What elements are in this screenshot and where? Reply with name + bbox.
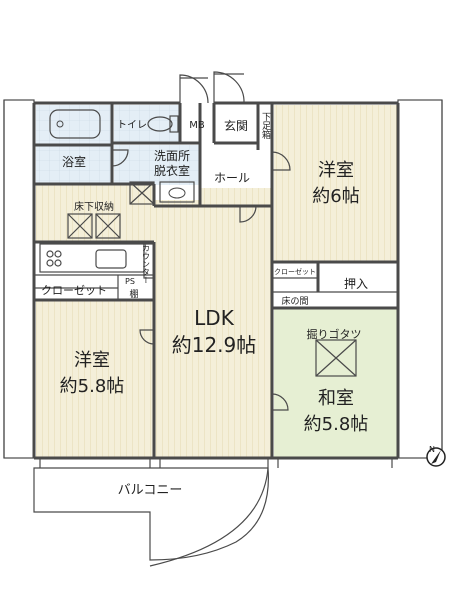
left-column [3, 99, 35, 459]
small-closet-label: クローゼット [274, 267, 316, 276]
western-room-58-name: 洋室 [74, 350, 110, 371]
kitchen-sink [95, 249, 127, 269]
ps-label: PS [125, 277, 135, 286]
toilet-label: トイレ [117, 120, 147, 131]
shoe-box-label: 下足箱 [260, 112, 271, 140]
underfloor-storage-label: 床下収納 [74, 200, 114, 213]
counter-board [143, 243, 155, 279]
bathtub [49, 109, 101, 139]
bath-floor [36, 145, 112, 183]
bath-label: 浴室 [62, 154, 86, 169]
shelf-label: 棚 [129, 288, 138, 300]
tokonoma-label: 床の間 [281, 295, 308, 307]
ldk-door [239, 205, 257, 223]
washroom-label-line2: 脱衣室 [154, 163, 190, 178]
right-column [397, 99, 443, 459]
front-door-left [179, 74, 209, 104]
counter-label: カウンター [142, 244, 151, 284]
corridor-floor [36, 184, 154, 242]
japanese-room-door [271, 393, 289, 411]
toilet-floor [114, 105, 180, 143]
japanese-room-floor [274, 308, 398, 458]
ldk-name: LDK [194, 306, 235, 330]
hall-label: ホール [214, 171, 250, 185]
underfloor-hatch-2 [95, 213, 121, 239]
western-room-6-door [271, 151, 291, 171]
horigotatsu-pit [315, 339, 357, 377]
washing-machine [129, 181, 155, 205]
ldk-floor [154, 200, 272, 458]
western-room-58-size: 約5.8帖 [60, 376, 125, 397]
western-room-58-door [139, 329, 155, 345]
oshiire-label: 押入 [344, 277, 368, 291]
kitchen-counter [39, 243, 145, 273]
compass-north-label: N [429, 445, 435, 454]
washbasin [159, 181, 195, 203]
japanese-room-size: 約5.8帖 [304, 414, 369, 435]
front-door-right [213, 71, 245, 104]
washroom-label-line1: 洗面所 [154, 149, 190, 163]
closet-label: クローゼット [41, 284, 107, 297]
western-room-6-size: 約6帖 [312, 186, 359, 207]
western-room-6-floor [274, 105, 398, 262]
ldk-size: 約12.9帖 [172, 333, 257, 357]
toilet-bowl [147, 116, 173, 132]
entrance-label: 玄関 [224, 118, 248, 133]
western-room-58-floor [36, 300, 154, 458]
japanese-room-name: 和室 [318, 388, 354, 409]
underfloor-hatch-1 [67, 213, 93, 239]
balcony [33, 467, 269, 561]
bath-door [111, 149, 129, 167]
mb-label: MB [189, 120, 205, 131]
balcony-label: バルコニー [118, 483, 183, 498]
horigotatsu-label: 掘りゴタツ [307, 327, 362, 341]
western-room-6-name: 洋室 [318, 160, 354, 181]
